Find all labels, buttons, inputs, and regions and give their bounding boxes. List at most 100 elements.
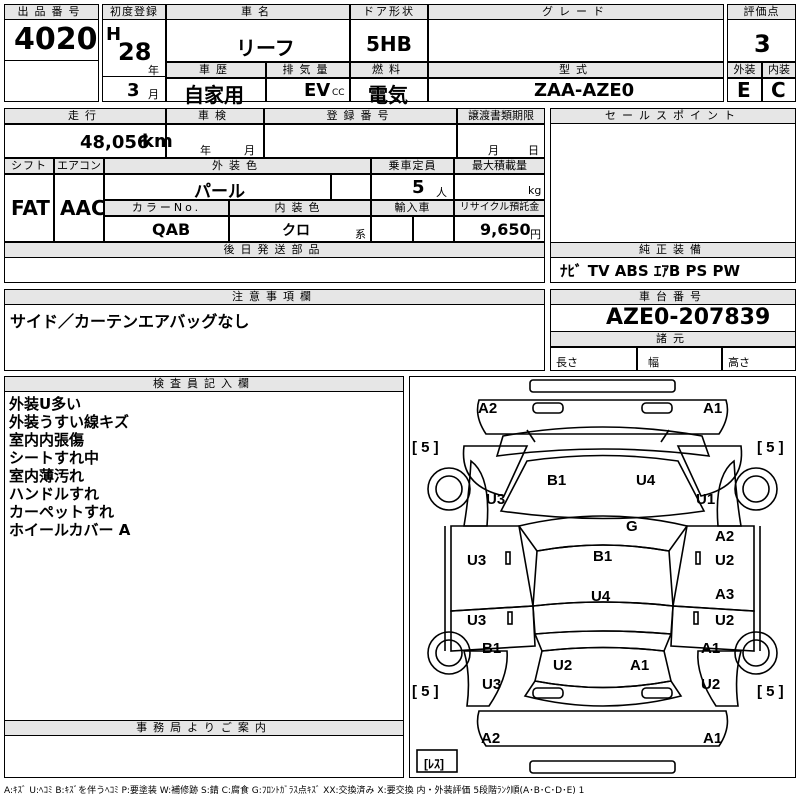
quarter-right-u-damage: U2 bbox=[701, 676, 721, 693]
inspector-line: 外装うすい線キズ bbox=[9, 413, 130, 431]
int-color-box bbox=[229, 216, 371, 242]
door-label: ドア形状 bbox=[350, 4, 428, 20]
inspector-line: 室内内張傷 bbox=[9, 431, 85, 449]
fuel-box bbox=[350, 78, 428, 102]
registration-box bbox=[264, 124, 457, 158]
reg-year: 28 bbox=[118, 38, 152, 66]
door-type: 5HB bbox=[366, 32, 412, 56]
lot-label: 出品番号 bbox=[4, 4, 99, 20]
inspector-label: 検査員記入欄 bbox=[4, 376, 404, 392]
yen-unit: 円 bbox=[530, 228, 541, 241]
first-reg-label: 初度登録 bbox=[102, 4, 166, 20]
score-label: 評価点 bbox=[727, 4, 796, 20]
aircon-value: AAC bbox=[60, 196, 106, 220]
lot-sub bbox=[4, 60, 99, 102]
office-label: 事務局よりご案内 bbox=[4, 720, 404, 736]
history-box bbox=[166, 78, 266, 102]
door-fl-damage: U3 bbox=[467, 552, 487, 569]
spec-width-box bbox=[637, 347, 722, 371]
shift-value: FAT bbox=[11, 196, 50, 220]
displacement-label: 排気量 bbox=[266, 62, 350, 78]
tire-front-right: [ 5 ] bbox=[757, 439, 784, 456]
import-label: 輸入車 bbox=[371, 200, 454, 216]
door-fr-u-damage: U2 bbox=[715, 552, 735, 569]
reg-month: 3 bbox=[127, 80, 140, 101]
specs-label: 諸元 bbox=[550, 331, 796, 347]
spare-tire-label: [ﾚｽ] bbox=[424, 757, 444, 771]
fuel-label: 燃料 bbox=[350, 62, 428, 78]
kg-unit: kg bbox=[528, 184, 542, 197]
chassis-label: 車台番号 bbox=[550, 289, 796, 305]
legend: A:ｷｽﾞ U:ﾍｺﾐ B:ｷｽﾞを伴うﾍｺﾐ P:要塗装 W:補修跡 S:錆 … bbox=[4, 786, 585, 796]
int-label: 内装 bbox=[762, 62, 796, 78]
registration-label: 登録番号 bbox=[264, 108, 457, 124]
type-value: ZAA-AZE0 bbox=[534, 80, 635, 101]
rear-left-damage: A2 bbox=[481, 730, 501, 747]
load-label: 最大積載量 bbox=[454, 158, 545, 174]
ext-label: 外装 bbox=[727, 62, 762, 78]
int-grade: C bbox=[771, 78, 786, 102]
color-no-value: QAB bbox=[152, 220, 191, 239]
aircon-label: エアコン bbox=[54, 158, 104, 174]
quarter-left-u-damage: U3 bbox=[482, 676, 502, 693]
spec-width: 幅 bbox=[648, 356, 659, 369]
recycle-box bbox=[454, 216, 545, 242]
color-box bbox=[104, 174, 331, 200]
era: H bbox=[106, 24, 122, 45]
front-left-damage: A2 bbox=[478, 400, 498, 417]
type-box bbox=[428, 78, 724, 102]
grade-label: グレード bbox=[428, 4, 724, 20]
int-color-label: 内装色 bbox=[229, 200, 371, 216]
fender-left-damage: U3 bbox=[486, 491, 506, 508]
doc-deadline-label: 譲渡書類期限 bbox=[457, 108, 545, 124]
inspection-box bbox=[166, 124, 264, 158]
type-label: 型式 bbox=[428, 62, 724, 78]
import-box-2 bbox=[413, 216, 454, 242]
color-no-label: カラーNo. bbox=[104, 200, 229, 216]
quarter-left-b-damage: B1 bbox=[482, 640, 502, 657]
roof-damage: B1 bbox=[593, 548, 613, 565]
hood-u-damage: U4 bbox=[636, 472, 656, 489]
fuel-value: 電気 bbox=[368, 83, 408, 107]
inspector-line: ホイールカバー A bbox=[9, 521, 131, 539]
door-fr-a-damage: A2 bbox=[715, 528, 735, 545]
mileage-box bbox=[4, 124, 166, 158]
model-name: リーフ bbox=[236, 36, 295, 60]
capacity-label: 乗車定員 bbox=[371, 158, 454, 174]
load-box bbox=[454, 174, 545, 200]
doc-month-unit: 月 bbox=[488, 144, 499, 157]
year-suffix: 年 bbox=[148, 64, 159, 77]
displacement-value: EV bbox=[304, 80, 331, 101]
capacity-value: 5 bbox=[412, 177, 425, 198]
inspector-line: 室内薄汚れ bbox=[9, 467, 85, 485]
ext-grade: E bbox=[737, 78, 751, 102]
fender-right-damage: U1 bbox=[696, 491, 716, 508]
score-value: 3 bbox=[754, 30, 771, 58]
door-rl-damage: U3 bbox=[467, 612, 487, 629]
recycle-value: 9,650 bbox=[480, 220, 531, 239]
inspector-line: カーペットすれ bbox=[9, 503, 115, 521]
trunk-u-damage: U2 bbox=[553, 657, 573, 674]
color-no-box bbox=[104, 216, 229, 242]
person-unit: 人 bbox=[436, 186, 447, 199]
recycle-label: リサイクル預託金 bbox=[454, 200, 545, 216]
history-value: 自家用 bbox=[184, 83, 244, 107]
lot-number: 4020 bbox=[14, 22, 98, 57]
reg-divider bbox=[102, 76, 166, 102]
color-label: 外装色 bbox=[104, 158, 371, 174]
mileage-value: 48,056 bbox=[80, 132, 150, 153]
month-suffix: 月 bbox=[148, 88, 159, 101]
front-right-damage: A1 bbox=[703, 400, 723, 417]
car-diagram bbox=[416, 379, 778, 774]
equip-value: ﾅﾋﾞ TV ABS ｴｱB PS PW bbox=[560, 262, 741, 280]
diagram-box bbox=[409, 376, 796, 778]
inspection-label: 車検 bbox=[166, 108, 264, 124]
later-parts-label: 後日発送部品 bbox=[4, 242, 545, 258]
inspector-notes: 外装U多い 外装うすい線キズ 室内内張傷 シートすれ中 室内薄汚れ ハンドルすれ… bbox=[9, 395, 130, 539]
shift-label: シフト bbox=[4, 158, 54, 174]
color-box-extra bbox=[331, 174, 371, 200]
inspector-line: ハンドルすれ bbox=[9, 485, 100, 503]
capacity-box bbox=[371, 174, 454, 200]
insp-year-unit: 年 bbox=[200, 144, 211, 157]
int-color-value: クロ bbox=[282, 223, 310, 239]
